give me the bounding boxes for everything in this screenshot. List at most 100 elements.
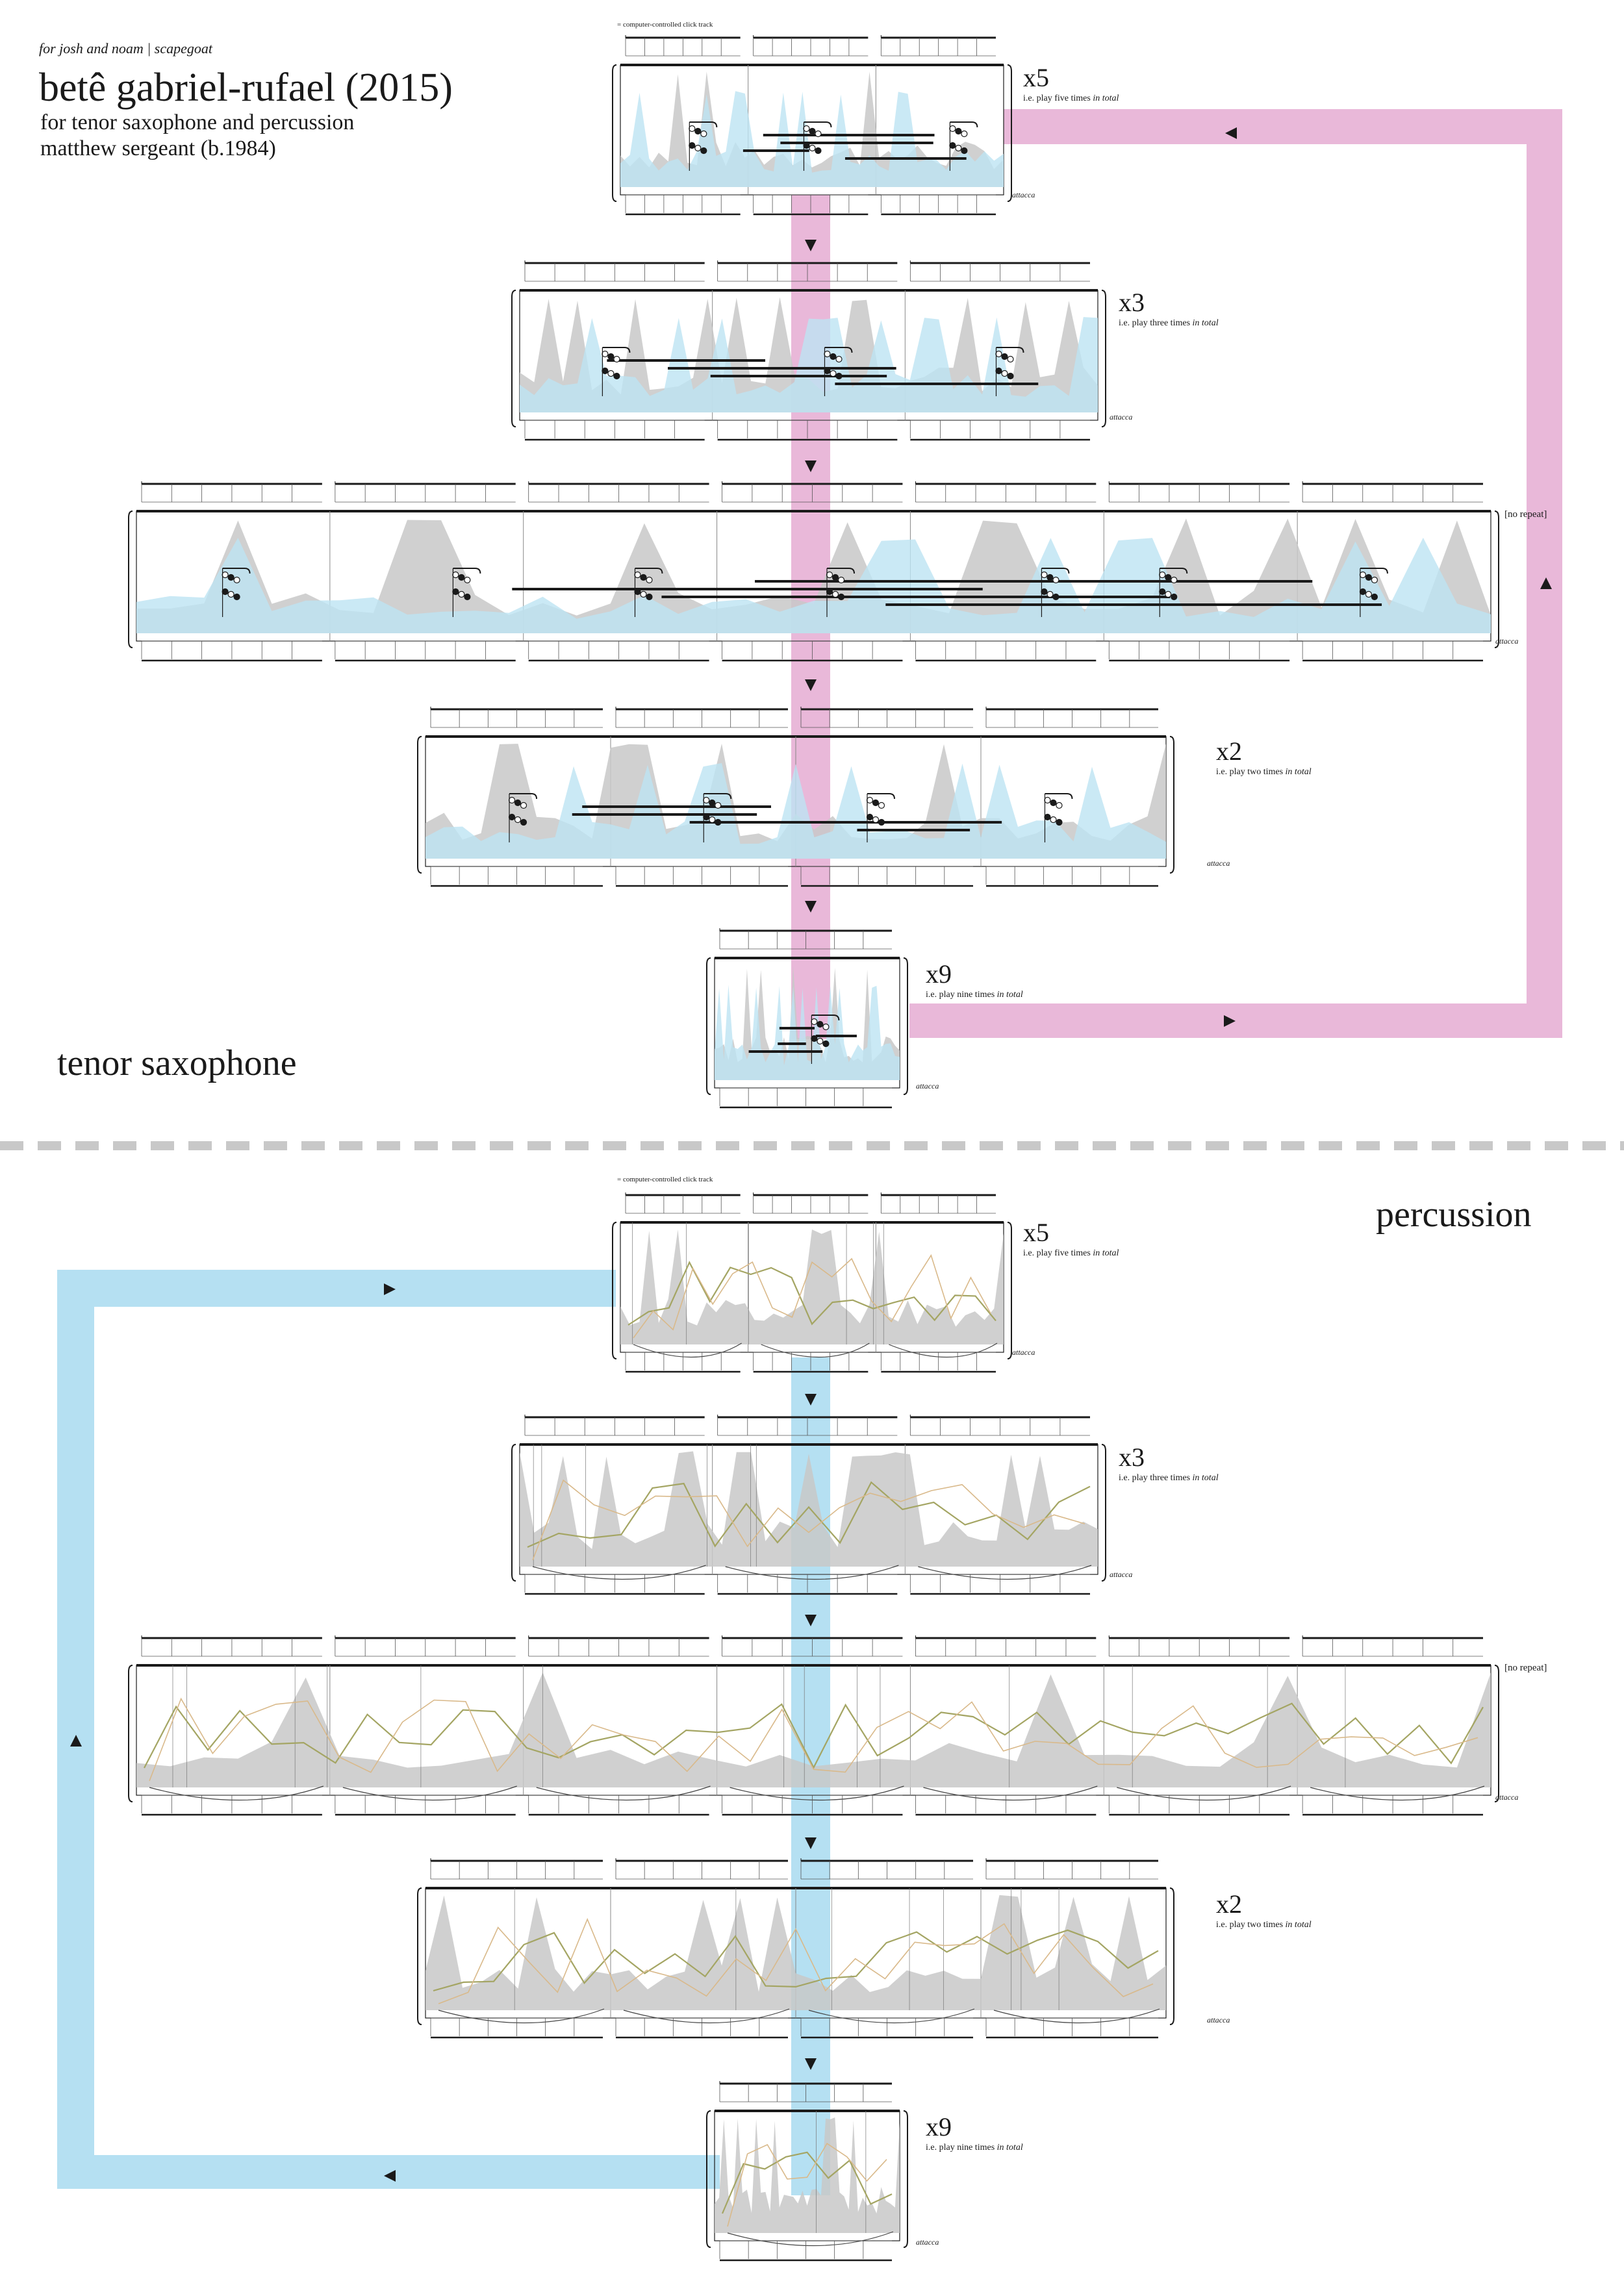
notehead — [872, 816, 880, 824]
notehead — [613, 372, 620, 380]
section-divider-dash — [414, 1141, 438, 1150]
notehead — [227, 590, 235, 598]
notehead — [815, 147, 822, 155]
note-beam — [689, 121, 718, 128]
notehead — [709, 816, 716, 824]
notehead — [824, 350, 831, 358]
notehead — [1159, 588, 1166, 596]
notehead — [694, 144, 702, 152]
perc-gesture-line — [628, 1261, 996, 1326]
notehead — [866, 796, 874, 804]
system-bracket-left — [706, 957, 711, 1095]
repeat-count: x5 — [1023, 1218, 1049, 1247]
system-bracket-left — [128, 1665, 133, 1802]
notehead — [464, 576, 471, 584]
repeat-note: i.e. play two times in total — [1216, 1920, 1312, 1930]
perc-gesture-line — [438, 1917, 1154, 2004]
system-bracket-left — [612, 64, 617, 202]
no-repeat-label: [no repeat] — [1504, 509, 1547, 520]
perc-gesture-line — [727, 2143, 887, 2227]
repeat-note: i.e. play three times in total — [1119, 1473, 1219, 1483]
section-divider-dash — [1394, 1141, 1417, 1150]
notehead — [709, 799, 716, 807]
dedication: for josh and noam | scapegoat — [39, 40, 212, 57]
section-divider-dash — [0, 1141, 23, 1150]
notehead — [607, 353, 615, 360]
section-divider-dash — [452, 1141, 476, 1150]
notehead — [955, 127, 962, 135]
notehead — [878, 818, 885, 826]
section-divider-dash — [1206, 1141, 1229, 1150]
repeat-label: x9 i.e. play nine times in total — [926, 961, 1023, 1000]
notehead — [508, 796, 516, 804]
perc-gesture-line — [532, 1479, 1085, 1561]
notehead — [689, 125, 696, 132]
section-divider-dash — [754, 1141, 777, 1150]
section-divider-dash — [1469, 1141, 1493, 1150]
repeat-count: x2 — [1216, 1889, 1242, 1919]
phrase-slur — [633, 1343, 742, 1358]
section-divider-dash — [942, 1141, 965, 1150]
attacca-mark: attacca — [1207, 2015, 1230, 2025]
dynamic-envelope-blue — [520, 317, 1098, 412]
note-beam — [704, 793, 732, 800]
section-divider-dash — [603, 1141, 626, 1150]
dynamic-envelope-gray — [520, 1451, 1098, 1567]
phrase-slur — [532, 1565, 706, 1580]
notehead — [835, 372, 843, 380]
repeat-label: x2 i.e. play two times in total — [1216, 1891, 1312, 1930]
section-divider-dash — [226, 1141, 249, 1150]
notehead — [831, 574, 839, 581]
phrase-slur — [808, 2008, 975, 2024]
notehead — [811, 1035, 818, 1042]
notehead — [1359, 588, 1367, 596]
repeat-note: i.e. play five times in total — [1023, 94, 1119, 103]
phrase-slur — [1117, 1785, 1291, 1801]
perc-flow-arrow-down — [805, 2058, 817, 2070]
section-divider-dash — [980, 1141, 1003, 1150]
system-bracket-left — [511, 290, 516, 427]
note-beam — [804, 121, 832, 128]
system-bracket-right — [1101, 1444, 1106, 1582]
system-bracket-right — [1169, 736, 1174, 874]
sax-flow-arrow-down — [805, 460, 817, 472]
repeat-label: x5 i.e. play five times in total — [1023, 65, 1119, 104]
composer: matthew sergeant (b.1984) — [40, 136, 276, 160]
section-divider-dash — [678, 1141, 702, 1150]
attacca-mark: attacca — [1110, 1570, 1133, 1579]
notehead — [715, 818, 722, 826]
repeat-note: i.e. play two times in total — [1216, 767, 1312, 777]
sax-loop-arrow-left — [1225, 127, 1237, 139]
no-repeat-label: [no repeat] — [1504, 1663, 1547, 1673]
note-beam — [824, 347, 853, 353]
repeat-label: x3 i.e. play three times in total — [1119, 1444, 1219, 1483]
dynamic-envelope-blue — [620, 91, 1004, 187]
phrase-slur — [536, 1785, 711, 1801]
notehead — [961, 147, 968, 155]
perc-flow-arrow-down — [805, 1394, 817, 1406]
notehead — [1001, 370, 1008, 377]
section-divider-dash — [1168, 1141, 1191, 1150]
notehead — [452, 571, 459, 579]
notehead — [831, 590, 839, 598]
repeat-note: i.e. play nine times in total — [926, 2143, 1023, 2152]
section-divider-dash — [1055, 1141, 1078, 1150]
notehead — [826, 588, 833, 596]
notehead — [646, 593, 653, 601]
system-bracket-left — [128, 511, 133, 648]
section-divider-dash — [264, 1141, 287, 1150]
section-divider-dash — [1620, 1141, 1624, 1150]
section-divider-dash — [339, 1141, 362, 1150]
notehead — [822, 1023, 830, 1031]
note-beam — [509, 793, 538, 800]
notehead — [803, 125, 810, 132]
attacca-mark: attacca — [916, 1081, 939, 1091]
notehead — [520, 801, 527, 809]
perc-gesture-line — [721, 2151, 893, 2214]
notehead — [233, 576, 240, 584]
notehead — [703, 796, 710, 804]
notehead — [1001, 353, 1008, 360]
notehead — [640, 574, 647, 581]
phrase-slur — [725, 1565, 899, 1580]
